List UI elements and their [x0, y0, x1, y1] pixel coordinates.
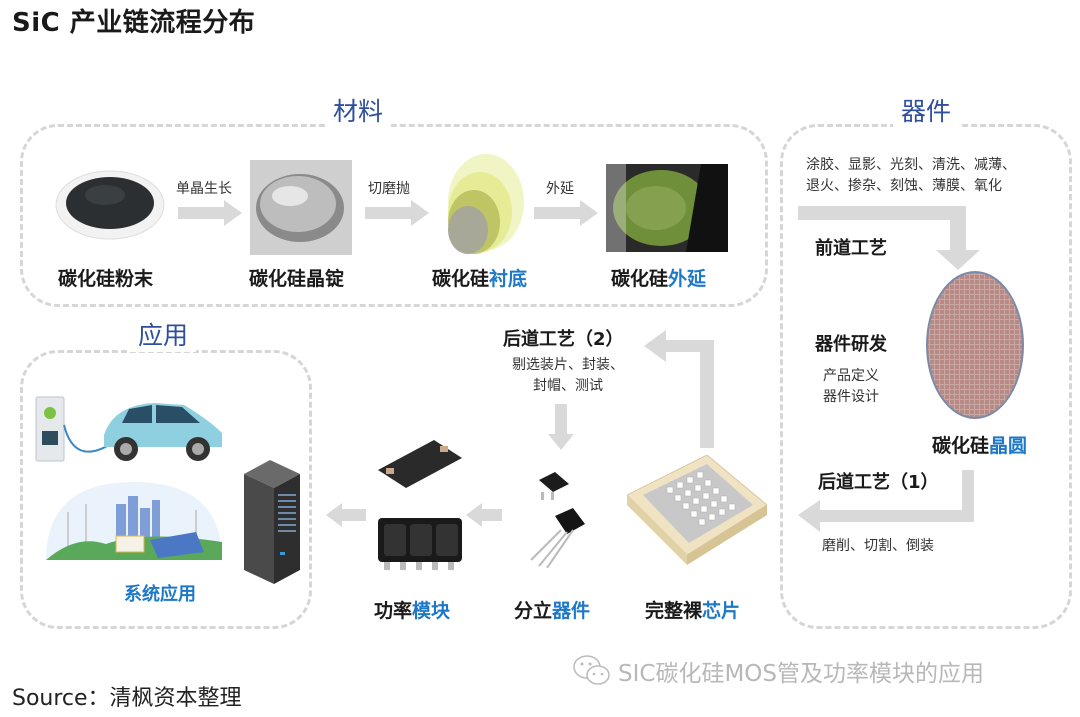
discrete-device-image [530, 472, 585, 568]
renewable-energy-image [46, 482, 222, 560]
sic-epitaxy-image [606, 164, 728, 252]
step-sic-substrate: 碳化硅衬底 [432, 268, 528, 290]
power-module-image [378, 440, 462, 570]
sic-substrate-image [448, 154, 524, 254]
arrow-label-epitaxy: 外延 [546, 181, 574, 197]
sic-powder-image [55, 170, 165, 240]
step-sic-wafer: 碳化硅晶圆 [932, 435, 1028, 457]
system-application-label: 系统应用 [124, 584, 196, 605]
step-power-module: 功率模块 [374, 600, 451, 622]
sic-wafer-image [926, 271, 1024, 419]
watermark: SIC碳化硅MOS管及功率模块的应用 [572, 654, 984, 688]
step-discrete-device: 分立器件 [514, 600, 591, 622]
step-sic-ingot: 碳化硅晶锭 [249, 268, 345, 290]
devices-section-label: 器件 [893, 92, 960, 128]
server-rack-image [244, 460, 300, 584]
arrow-right-icon [534, 200, 598, 226]
arrow-label-crystal-growth: 单晶生长 [176, 181, 232, 197]
front-process-steps: 涂胶、显影、光刻、清洗、减薄、 退火、掺杂、刻蚀、薄膜、氧化 [806, 157, 1016, 194]
back-process-1-label: 后道工艺（1） [818, 472, 939, 493]
step-bare-chip: 完整裸芯片 [645, 600, 741, 622]
front-process-label: 前道工艺 [815, 238, 887, 259]
back-process-2-steps: 剔选装片、封装、 封帽、测试 [512, 357, 624, 394]
arrow-down-icon [798, 206, 980, 270]
arrow-right-icon [365, 200, 429, 226]
arrow-down-icon [548, 404, 574, 450]
device-rd-desc: 产品定义 器件设计 [823, 368, 879, 405]
source-note: Source：清枫资本整理 [12, 686, 242, 711]
page-title: SiC 产业链流程分布 [12, 8, 256, 38]
materials-section-label: 材料 [325, 92, 392, 128]
back-process-1-steps: 磨削、切割、倒装 [822, 538, 934, 554]
step-sic-powder: 碳化硅粉末 [58, 268, 154, 290]
device-rd-label: 器件研发 [815, 334, 887, 355]
arrow-left-icon [644, 330, 714, 448]
back-process-2-label: 后道工艺（2） [503, 329, 624, 350]
arrow-left-icon [798, 470, 974, 532]
wechat-icon [573, 655, 610, 685]
applications-section-label: 应用 [130, 316, 197, 352]
bare-chip-tray-image [627, 455, 767, 565]
arrow-right-icon [178, 200, 242, 226]
arrow-left-icon [466, 503, 502, 527]
ev-charging-image [35, 396, 222, 462]
arrow-label-cut-grind-polish: 切磨抛 [368, 181, 410, 197]
arrow-left-icon [326, 503, 366, 527]
step-sic-epitaxy: 碳化硅外延 [611, 268, 707, 290]
materials-section-box [20, 124, 768, 307]
sic-ingot-image [250, 160, 352, 255]
